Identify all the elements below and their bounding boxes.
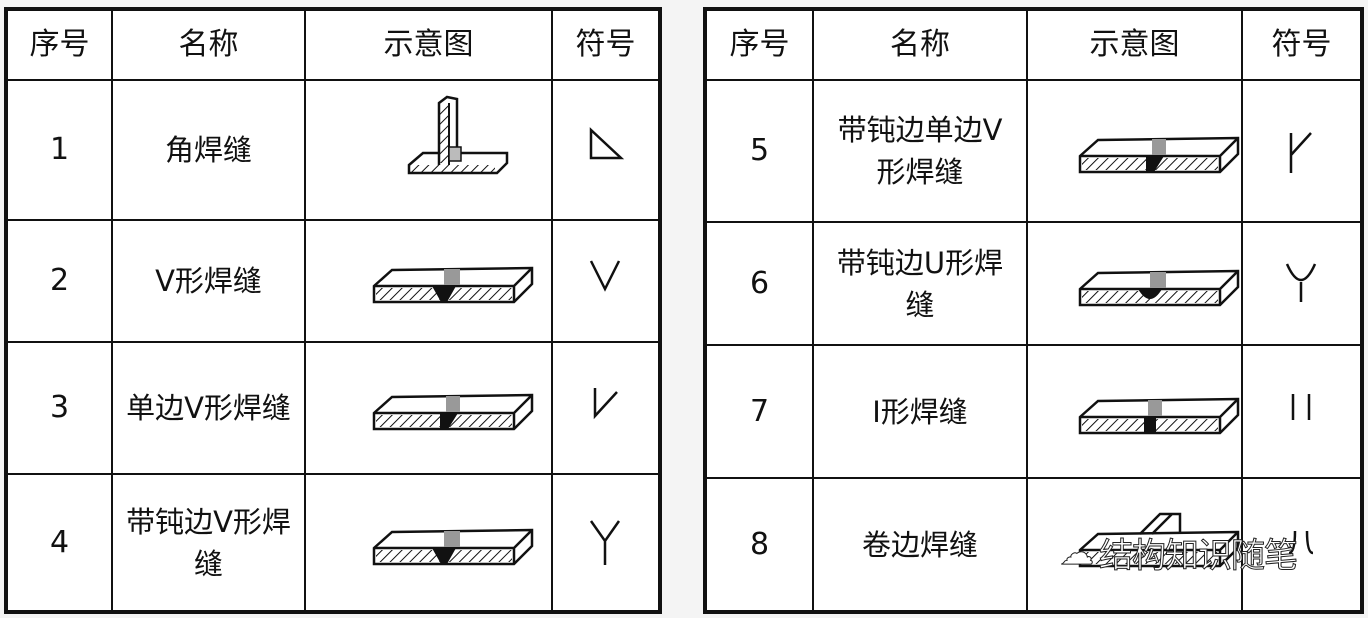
header-number: 序号 (707, 11, 814, 81)
i-symbol-icon (1291, 393, 1310, 420)
weld-name: V形焊缝 (113, 221, 306, 343)
single-v-symbol-icon (593, 388, 618, 420)
row-number: 4 (8, 475, 113, 610)
weld-symbol (553, 81, 658, 221)
i-weld-illustration (1078, 397, 1239, 434)
flange-symbol-icon (1288, 530, 1313, 554)
header-name: 名称 (113, 11, 306, 81)
weld-diagram (306, 81, 553, 221)
weld-symbol (1243, 223, 1360, 346)
header-symbol: 符号 (1243, 11, 1360, 81)
weld-diagram (1028, 479, 1243, 610)
row-number: 5 (707, 81, 814, 223)
row-number: 2 (8, 221, 113, 343)
single-v-root-weld-illustration (1078, 136, 1239, 174)
header-number: 序号 (8, 11, 113, 81)
weld-symbol (1243, 81, 1360, 223)
v-root-weld-illustration (372, 528, 533, 565)
weld-symbol (1243, 479, 1360, 610)
single-v-weld-illustration (372, 393, 533, 431)
weld-diagram (1028, 346, 1243, 479)
weld-symbol (553, 475, 658, 610)
weld-name: 带钝边U形焊缝 (814, 223, 1028, 346)
weld-symbol (553, 221, 658, 343)
header-symbol: 符号 (553, 11, 658, 81)
weld-name: I形焊缝 (814, 346, 1028, 479)
header-name: 名称 (814, 11, 1028, 81)
weld-diagram (306, 343, 553, 475)
header-diagram: 示意图 (306, 11, 553, 81)
row-number: 7 (707, 346, 814, 479)
weld-name: 带钝边V形焊缝 (113, 475, 306, 610)
weld-diagram (306, 475, 553, 610)
single-y-symbol-icon (1289, 132, 1312, 173)
flange-weld-illustration (1078, 512, 1239, 567)
fillet-weld-illustration (407, 95, 508, 175)
watermark: ☁结构知识随笔 (1060, 532, 1299, 577)
weld-name: 角焊缝 (113, 81, 306, 221)
weld-diagram (1028, 223, 1243, 346)
u-symbol-icon (1285, 262, 1316, 302)
header-diagram: 示意图 (1028, 11, 1243, 81)
row-number: 3 (8, 343, 113, 475)
row-number: 8 (707, 479, 814, 610)
row-number: 6 (707, 223, 814, 346)
v-symbol-icon (589, 260, 620, 292)
wechat-icon: ☁ (1060, 532, 1095, 573)
weld-name: 带钝边单边V形焊缝 (814, 81, 1028, 223)
weld-diagram (306, 221, 553, 343)
weld-name: 卷边焊缝 (814, 479, 1028, 610)
u-weld-illustration (1078, 269, 1239, 306)
row-number: 1 (8, 81, 113, 221)
weld-symbol (1243, 346, 1360, 479)
weld-symbol (553, 343, 658, 475)
v-weld-illustration (372, 266, 533, 304)
y-symbol-icon (589, 519, 620, 565)
weld-diagram (1028, 81, 1243, 223)
weld-name: 单边V形焊缝 (113, 343, 306, 475)
triangle-symbol-icon (589, 127, 624, 160)
